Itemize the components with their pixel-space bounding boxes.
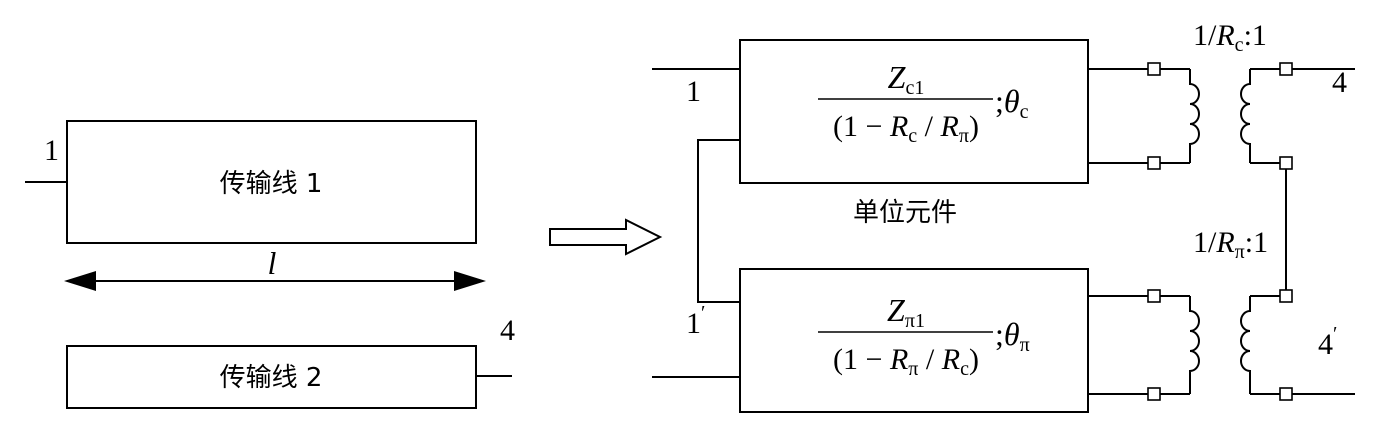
unit-element-top-box <box>739 39 1089 184</box>
bottom-box-formula: Zπ1 (1 − Rπ / Rc) ;θπ <box>833 292 1030 380</box>
connection-1-1prime <box>697 139 740 303</box>
left-port-4-label: 4 <box>500 314 515 347</box>
terminal-markers <box>1147 62 1293 401</box>
terminal-square <box>1279 156 1293 170</box>
bottom-denominator: (1 − Rπ / Rc) <box>833 343 979 380</box>
left-port-1-label: 1 <box>44 134 59 167</box>
top-denominator: (1 − Rc / Rπ) <box>833 110 979 147</box>
bottom-transformer-ratio: 1/Rπ:1 <box>1193 226 1268 263</box>
equivalence-arrow <box>549 218 663 256</box>
terminal-square <box>1147 289 1161 303</box>
top-box-formula: Zc1 (1 − Rc / Rπ) ;θc <box>833 59 1029 147</box>
terminal-square <box>1279 289 1293 303</box>
right-port-4-label: 4 <box>1332 66 1347 99</box>
top-primary-coil <box>1189 69 1200 163</box>
transmission-line-1-label: 传输线 1 <box>220 169 323 199</box>
terminal-square <box>1279 62 1293 76</box>
unit-element-bottom-box <box>739 268 1089 413</box>
top-transformer-ratio: 1/Rc:1 <box>1193 19 1267 56</box>
terminal-square <box>1147 62 1161 76</box>
length-arrow-head-right <box>454 271 486 291</box>
top-electrical-length: ;θc <box>995 83 1029 123</box>
right-port-1-label: 1 <box>686 75 701 108</box>
bottom-electrical-length: ;θπ <box>995 316 1030 356</box>
right-port-1prime-label: 1′ <box>686 302 705 340</box>
length-label: l <box>268 245 277 281</box>
right-equivalent-circuit <box>652 39 1355 413</box>
bottom-numerator: Zπ1 <box>887 292 925 332</box>
length-arrow-head-left <box>64 271 96 291</box>
bottom-primary-coil <box>1189 296 1200 394</box>
transmission-line-2-label: 传输线 2 <box>220 363 323 393</box>
top-numerator: Zc1 <box>888 59 925 99</box>
top-secondary-coil <box>1240 69 1251 163</box>
right-port-4prime-label: 4′ <box>1318 323 1337 361</box>
terminal-square <box>1279 387 1293 401</box>
terminal-square <box>1147 156 1161 170</box>
bottom-secondary-coil <box>1240 296 1251 394</box>
unit-element-label: 单位元件 <box>853 198 957 228</box>
left-coupled-lines <box>25 120 512 409</box>
terminal-square <box>1147 387 1161 401</box>
